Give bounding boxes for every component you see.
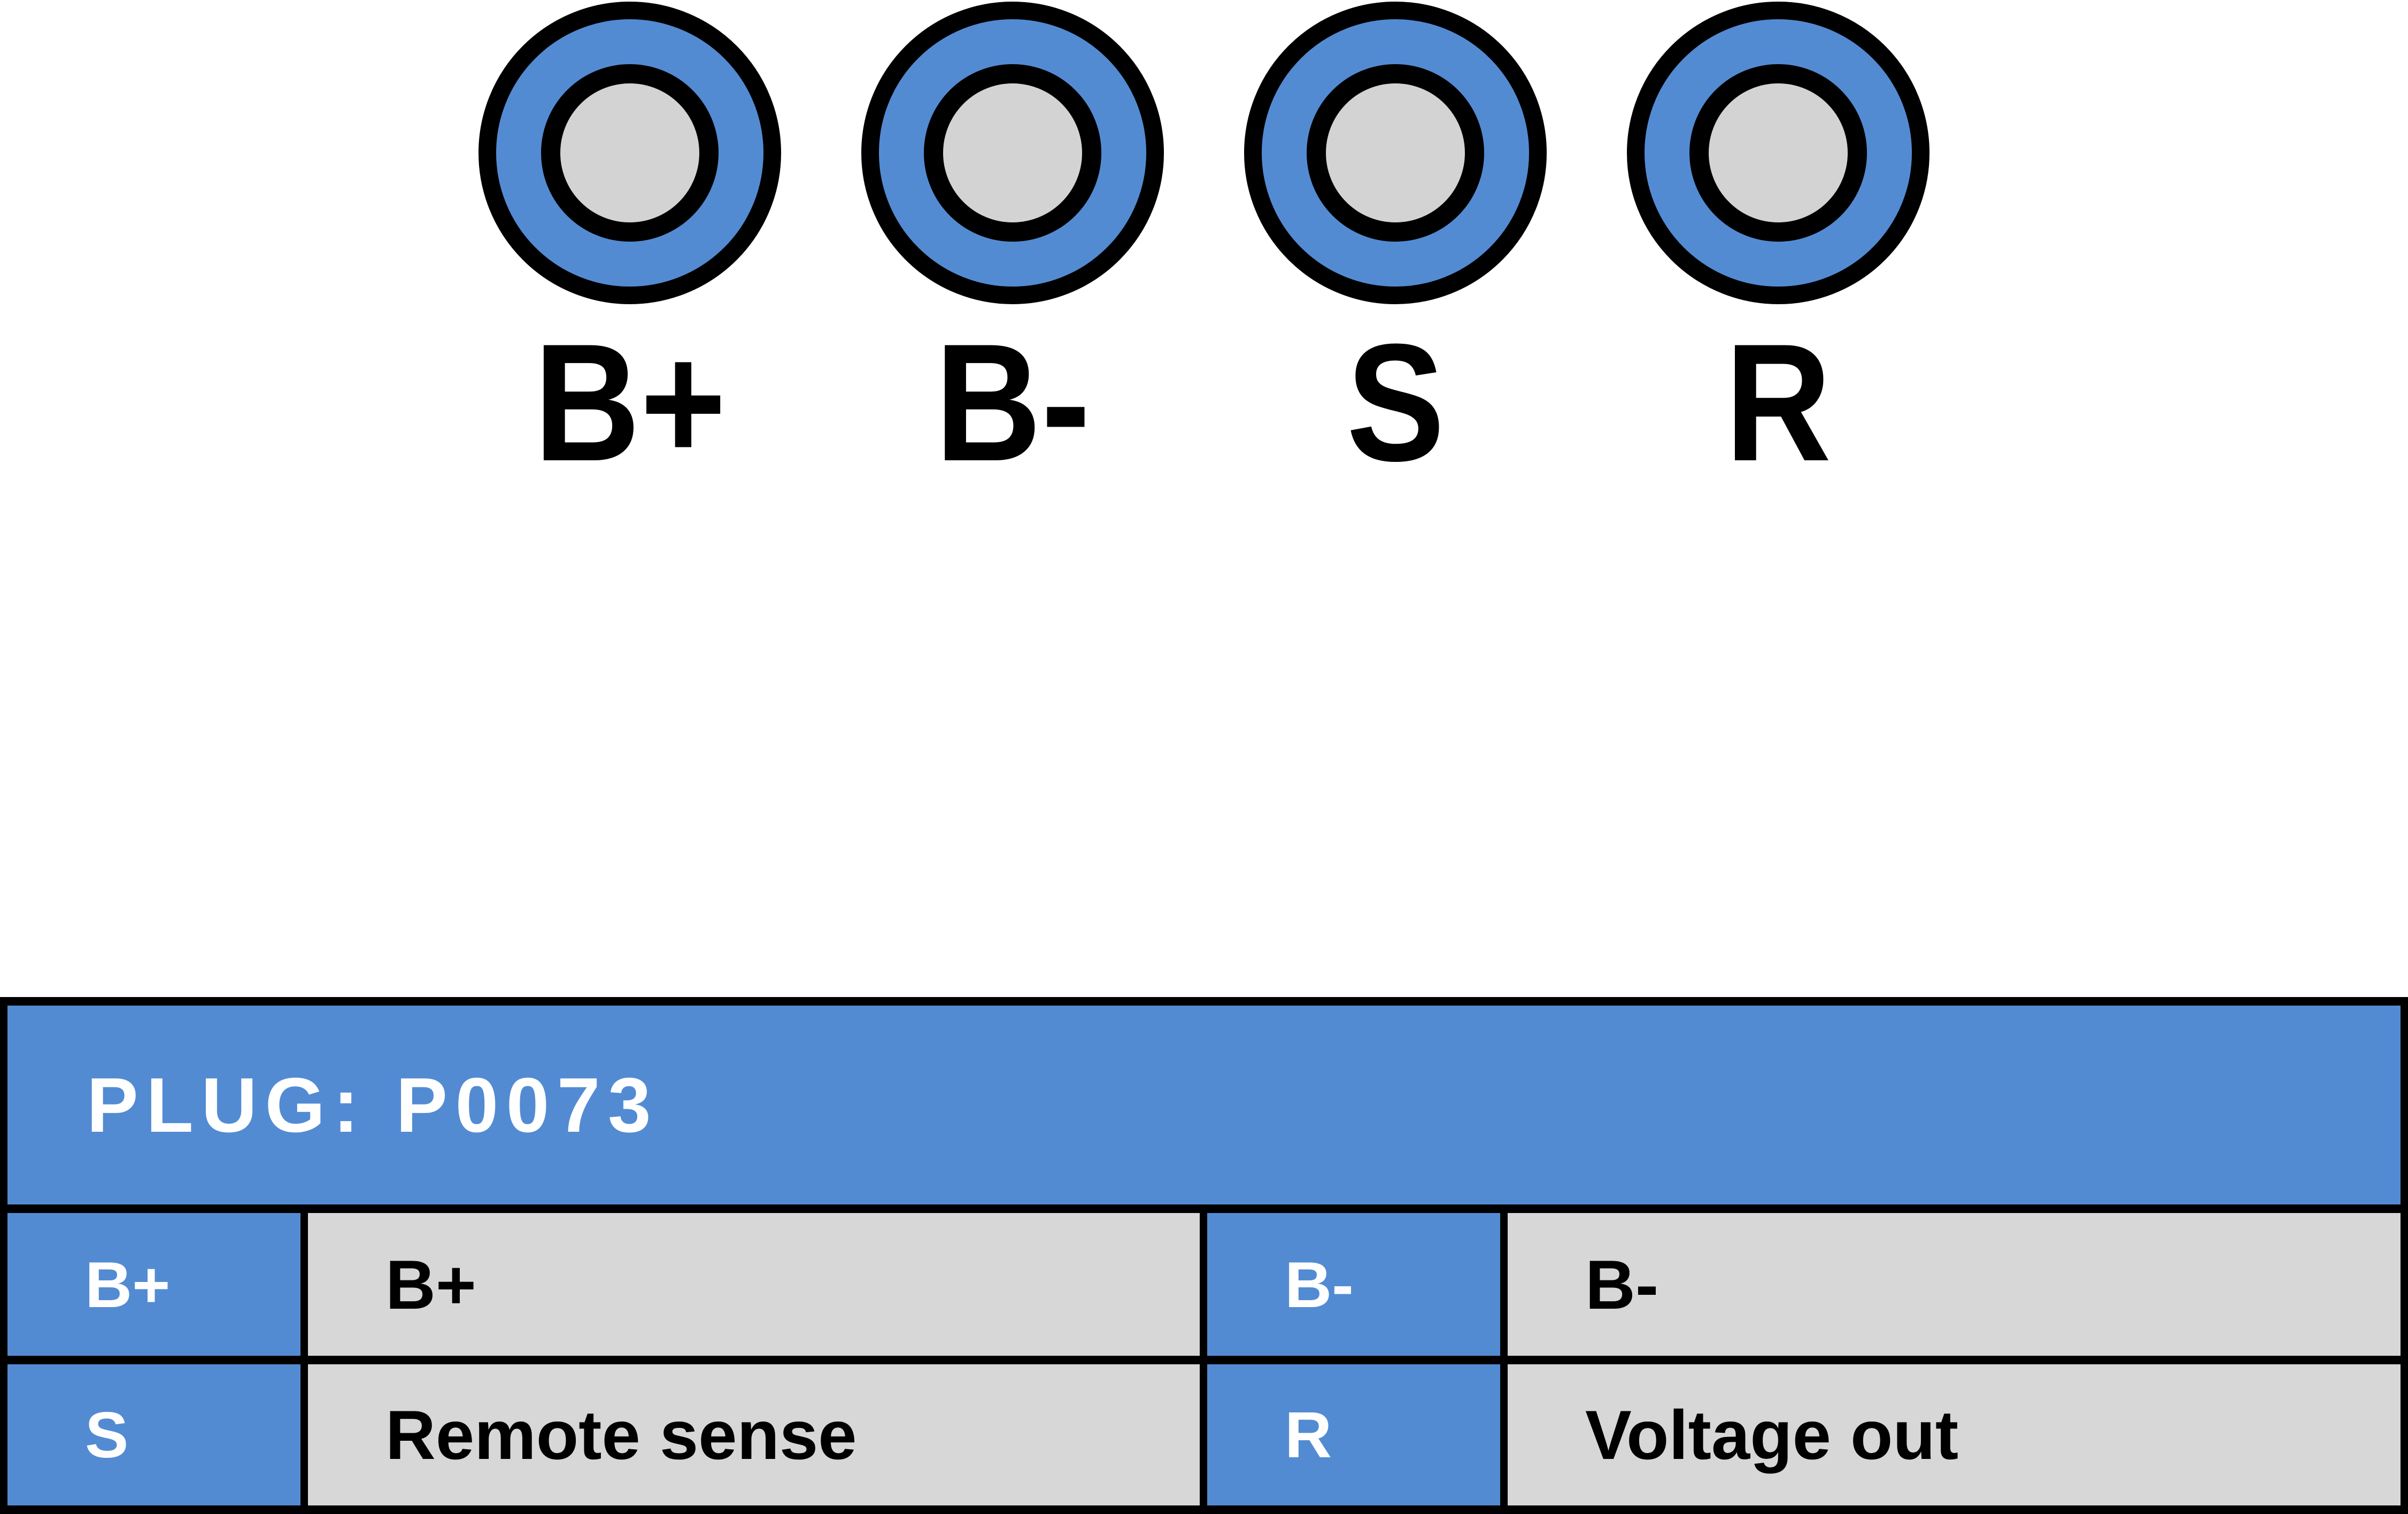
port-column-b-plus: B+ (478, 2, 781, 486)
plug-table-header: PLUG: P0073 (7, 1006, 2401, 1204)
desc-cell-s: Remote sense (308, 1364, 1200, 1505)
port-column-r: R (1627, 2, 1930, 486)
plug-table-title: PLUG: P0073 (87, 1061, 659, 1148)
desc-cell-text: Remote sense (385, 1396, 857, 1474)
port-circle-b-minus (861, 2, 1164, 304)
desc-cell-r: Voltage out (1508, 1364, 2401, 1505)
pin-cell-label: S (85, 1399, 129, 1471)
pin-cell-b-minus: B- (1207, 1213, 1500, 1356)
port-circle-s (1244, 2, 1547, 304)
connector-ports-row: B+ B- S R (0, 0, 2408, 486)
pin-cell-label: R (1285, 1399, 1332, 1471)
port-column-s: S (1244, 2, 1547, 486)
port-label-r: R (1725, 310, 1832, 496)
plug-table: PLUG: P0073 B+ B+ B- B- S Remote sense R… (0, 997, 2408, 1514)
port-terminal-core (541, 64, 719, 242)
desc-cell-b-plus: B+ (308, 1213, 1200, 1356)
pin-cell-label: B- (1285, 1248, 1354, 1321)
pin-cell-s: S (7, 1364, 300, 1505)
port-terminal-core (1689, 64, 1867, 242)
port-label-s: S (1346, 310, 1445, 496)
pin-cell-b-plus: B+ (7, 1213, 300, 1356)
port-circle-r (1627, 2, 1930, 304)
pin-cell-r: R (1207, 1364, 1500, 1505)
port-label-b-minus: B- (935, 310, 1091, 496)
port-column-b-minus: B- (861, 2, 1164, 486)
port-terminal-core (1307, 64, 1484, 242)
desc-cell-text: Voltage out (1585, 1396, 1959, 1474)
desc-cell-text: B- (1585, 1245, 1659, 1324)
desc-cell-text: B+ (385, 1245, 476, 1324)
desc-cell-b-minus: B- (1508, 1213, 2401, 1356)
port-label-b-plus: B+ (534, 310, 726, 496)
pin-cell-label: B+ (85, 1248, 171, 1321)
port-circle-b-plus (478, 2, 781, 304)
port-terminal-core (924, 64, 1101, 242)
